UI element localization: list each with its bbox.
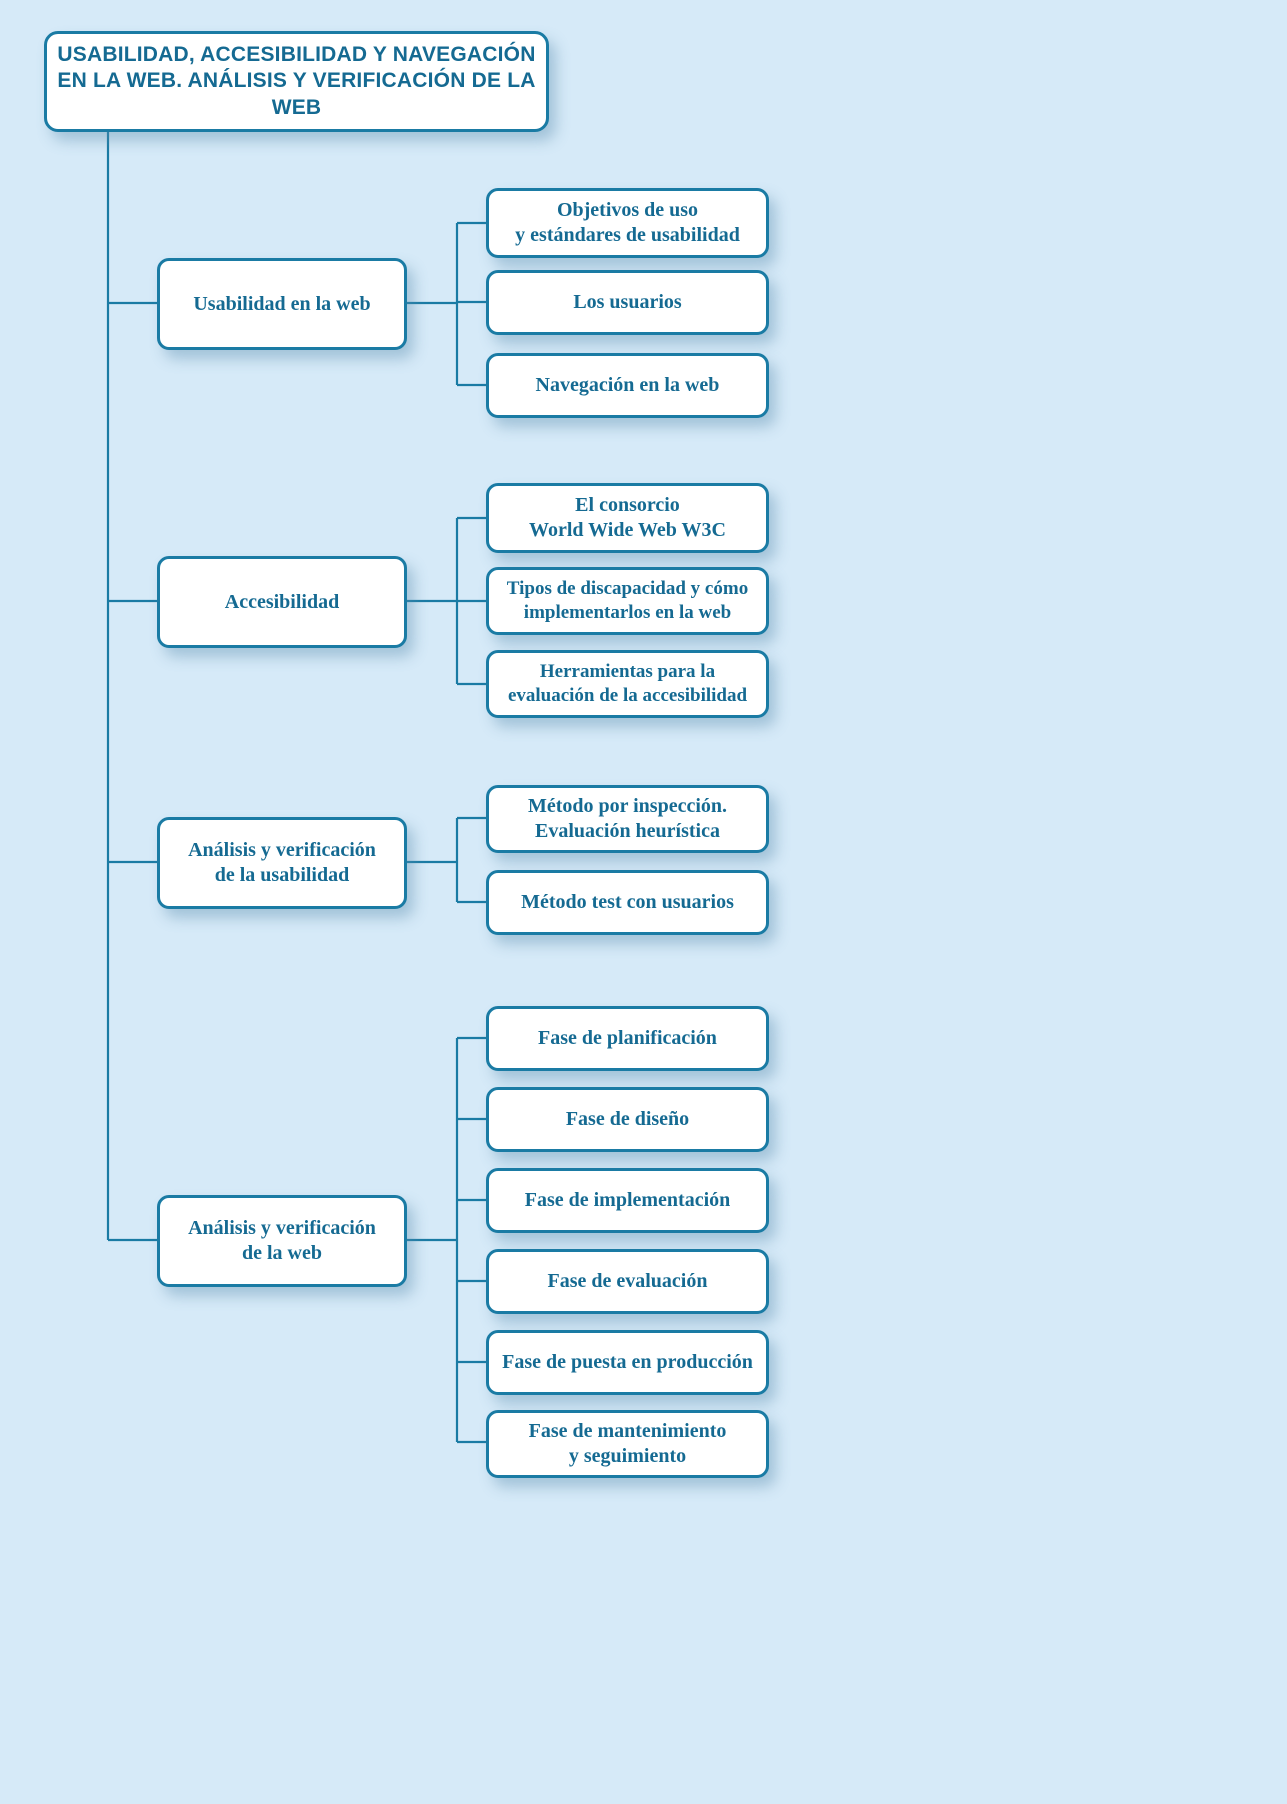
leaf-line1: Fase de implementación [524,1189,731,1212]
leaf-herramientas-evaluacion[interactable]: Herramientas para la evaluación de la ac… [486,650,769,718]
branch-analisis-verificacion-web[interactable]: Análisis y verificación de la web [157,1195,407,1287]
root-node[interactable]: USABILIDAD, ACCESIBILIDAD Y NAVEGACIÓN E… [44,31,549,132]
leaf-metodo-test-con-usuarios[interactable]: Método test con usuarios [486,870,769,935]
leaf-line2: evaluación de la accesibilidad [507,685,748,706]
leaf-line1: Fase de evaluación [547,1270,708,1293]
branch-label-line1: Análisis y verificación [188,839,376,862]
branch-label-line2: de la usabilidad [214,864,350,886]
branch-label-line2: de la web [242,1242,322,1264]
leaf-line1: Método test con usuarios [521,891,734,914]
leaf-los-usuarios[interactable]: Los usuarios [486,270,769,335]
leaf-objetivos-de-uso[interactable]: Objetivos de uso y estándares de usabili… [486,188,769,258]
root-title-line1: USABILIDAD, ACCESIBILIDAD Y NAVEGACIÓN [57,43,536,67]
leaf-line1: Objetivos de uso [556,199,699,222]
leaf-line1: Navegación en la web [535,374,720,397]
leaf-line2: y seguimiento [568,1445,687,1467]
leaf-fase-mantenimiento[interactable]: Fase de mantenimiento y seguimiento [486,1410,769,1478]
leaf-line1: Fase de planificación [538,1027,717,1050]
leaf-tipos-de-discapacidad[interactable]: Tipos de discapacidad y cómo implementar… [486,567,769,635]
leaf-line1: Fase de puesta en producción [502,1351,753,1374]
leaf-fase-planificacion[interactable]: Fase de planificación [486,1006,769,1071]
leaf-line1: Fase de mantenimiento [528,1420,727,1443]
leaf-navegacion-en-la-web[interactable]: Navegación en la web [486,353,769,418]
leaf-line2: y estándares de usabilidad [515,224,740,246]
leaf-fase-implementacion[interactable]: Fase de implementación [486,1168,769,1233]
branch-label: Accesibilidad [224,590,340,613]
leaf-line2: implementarlos en la web [523,602,732,623]
leaf-line1: Método por inspección. [527,795,728,818]
branch-label-line1: Análisis y verificación [188,1217,376,1240]
leaf-metodo-por-inspeccion[interactable]: Método por inspección. Evaluación heurís… [486,785,769,853]
leaf-consorcio-w3c[interactable]: El consorcio World Wide Web W3C [486,483,769,553]
leaf-fase-diseno[interactable]: Fase de diseño [486,1087,769,1152]
leaf-line2: Evaluación heurística [534,820,720,842]
branch-analisis-verificacion-usabilidad[interactable]: Análisis y verificación de la usabilidad [157,817,407,909]
leaf-line1: El consorcio [575,494,680,517]
branch-accesibilidad[interactable]: Accesibilidad [157,556,407,648]
leaf-line1: Fase de diseño [565,1108,690,1131]
leaf-line1: Herramientas para la [539,661,716,683]
leaf-line1: Los usuarios [573,291,682,314]
branch-label: Usabilidad en la web [193,292,371,315]
leaf-fase-puesta-en-produccion[interactable]: Fase de puesta en producción [486,1330,769,1395]
branch-usabilidad-en-la-web[interactable]: Usabilidad en la web [157,258,407,350]
leaf-line1: Tipos de discapacidad y cómo [506,578,749,600]
leaf-line2: World Wide Web W3C [529,519,726,541]
leaf-fase-evaluacion[interactable]: Fase de evaluación [486,1249,769,1314]
root-title-line2: EN LA WEB. ANÁLISIS Y VERIFICACIÓN DE LA… [57,69,536,119]
